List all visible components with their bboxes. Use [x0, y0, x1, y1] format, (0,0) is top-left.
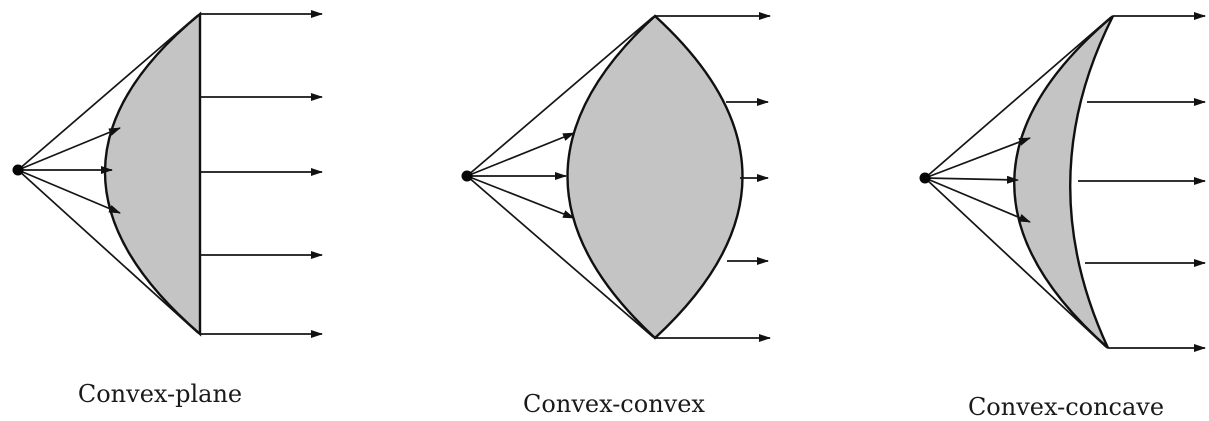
ray-in-1: [924, 16, 1112, 179]
point-source: [12, 164, 24, 176]
ray-in-5: [17, 169, 199, 334]
ray-in-2: [466, 132, 575, 177]
point-source: [919, 172, 931, 184]
ray-in-4: [17, 169, 121, 214]
ray-in-5: [466, 175, 654, 338]
panel-convex-plane: Convex-plane: [12, 10, 323, 408]
convex-concave-lens: [1013, 15, 1115, 349]
ray-in-1: [466, 16, 654, 177]
caption-convex-convex: Convex-convex: [523, 390, 705, 418]
ray-in-4: [924, 177, 1031, 223]
ray-in-2: [17, 127, 121, 171]
ray-in-2: [924, 137, 1031, 179]
convex-plane-lens: [104, 11, 202, 337]
ray-in-4: [466, 175, 575, 219]
panel-convex-convex: Convex-convex: [461, 12, 771, 418]
caption-convex-plane: Convex-plane: [78, 380, 242, 408]
convex-convex-lens: [566, 14, 744, 340]
point-source: [461, 170, 473, 182]
ray-in-3: [924, 175, 1019, 184]
panel-convex-concave: Convex-concave: [919, 12, 1206, 421]
ray-in-5: [924, 177, 1107, 348]
ray-in-1: [17, 14, 199, 171]
caption-convex-concave: Convex-concave: [968, 393, 1164, 421]
